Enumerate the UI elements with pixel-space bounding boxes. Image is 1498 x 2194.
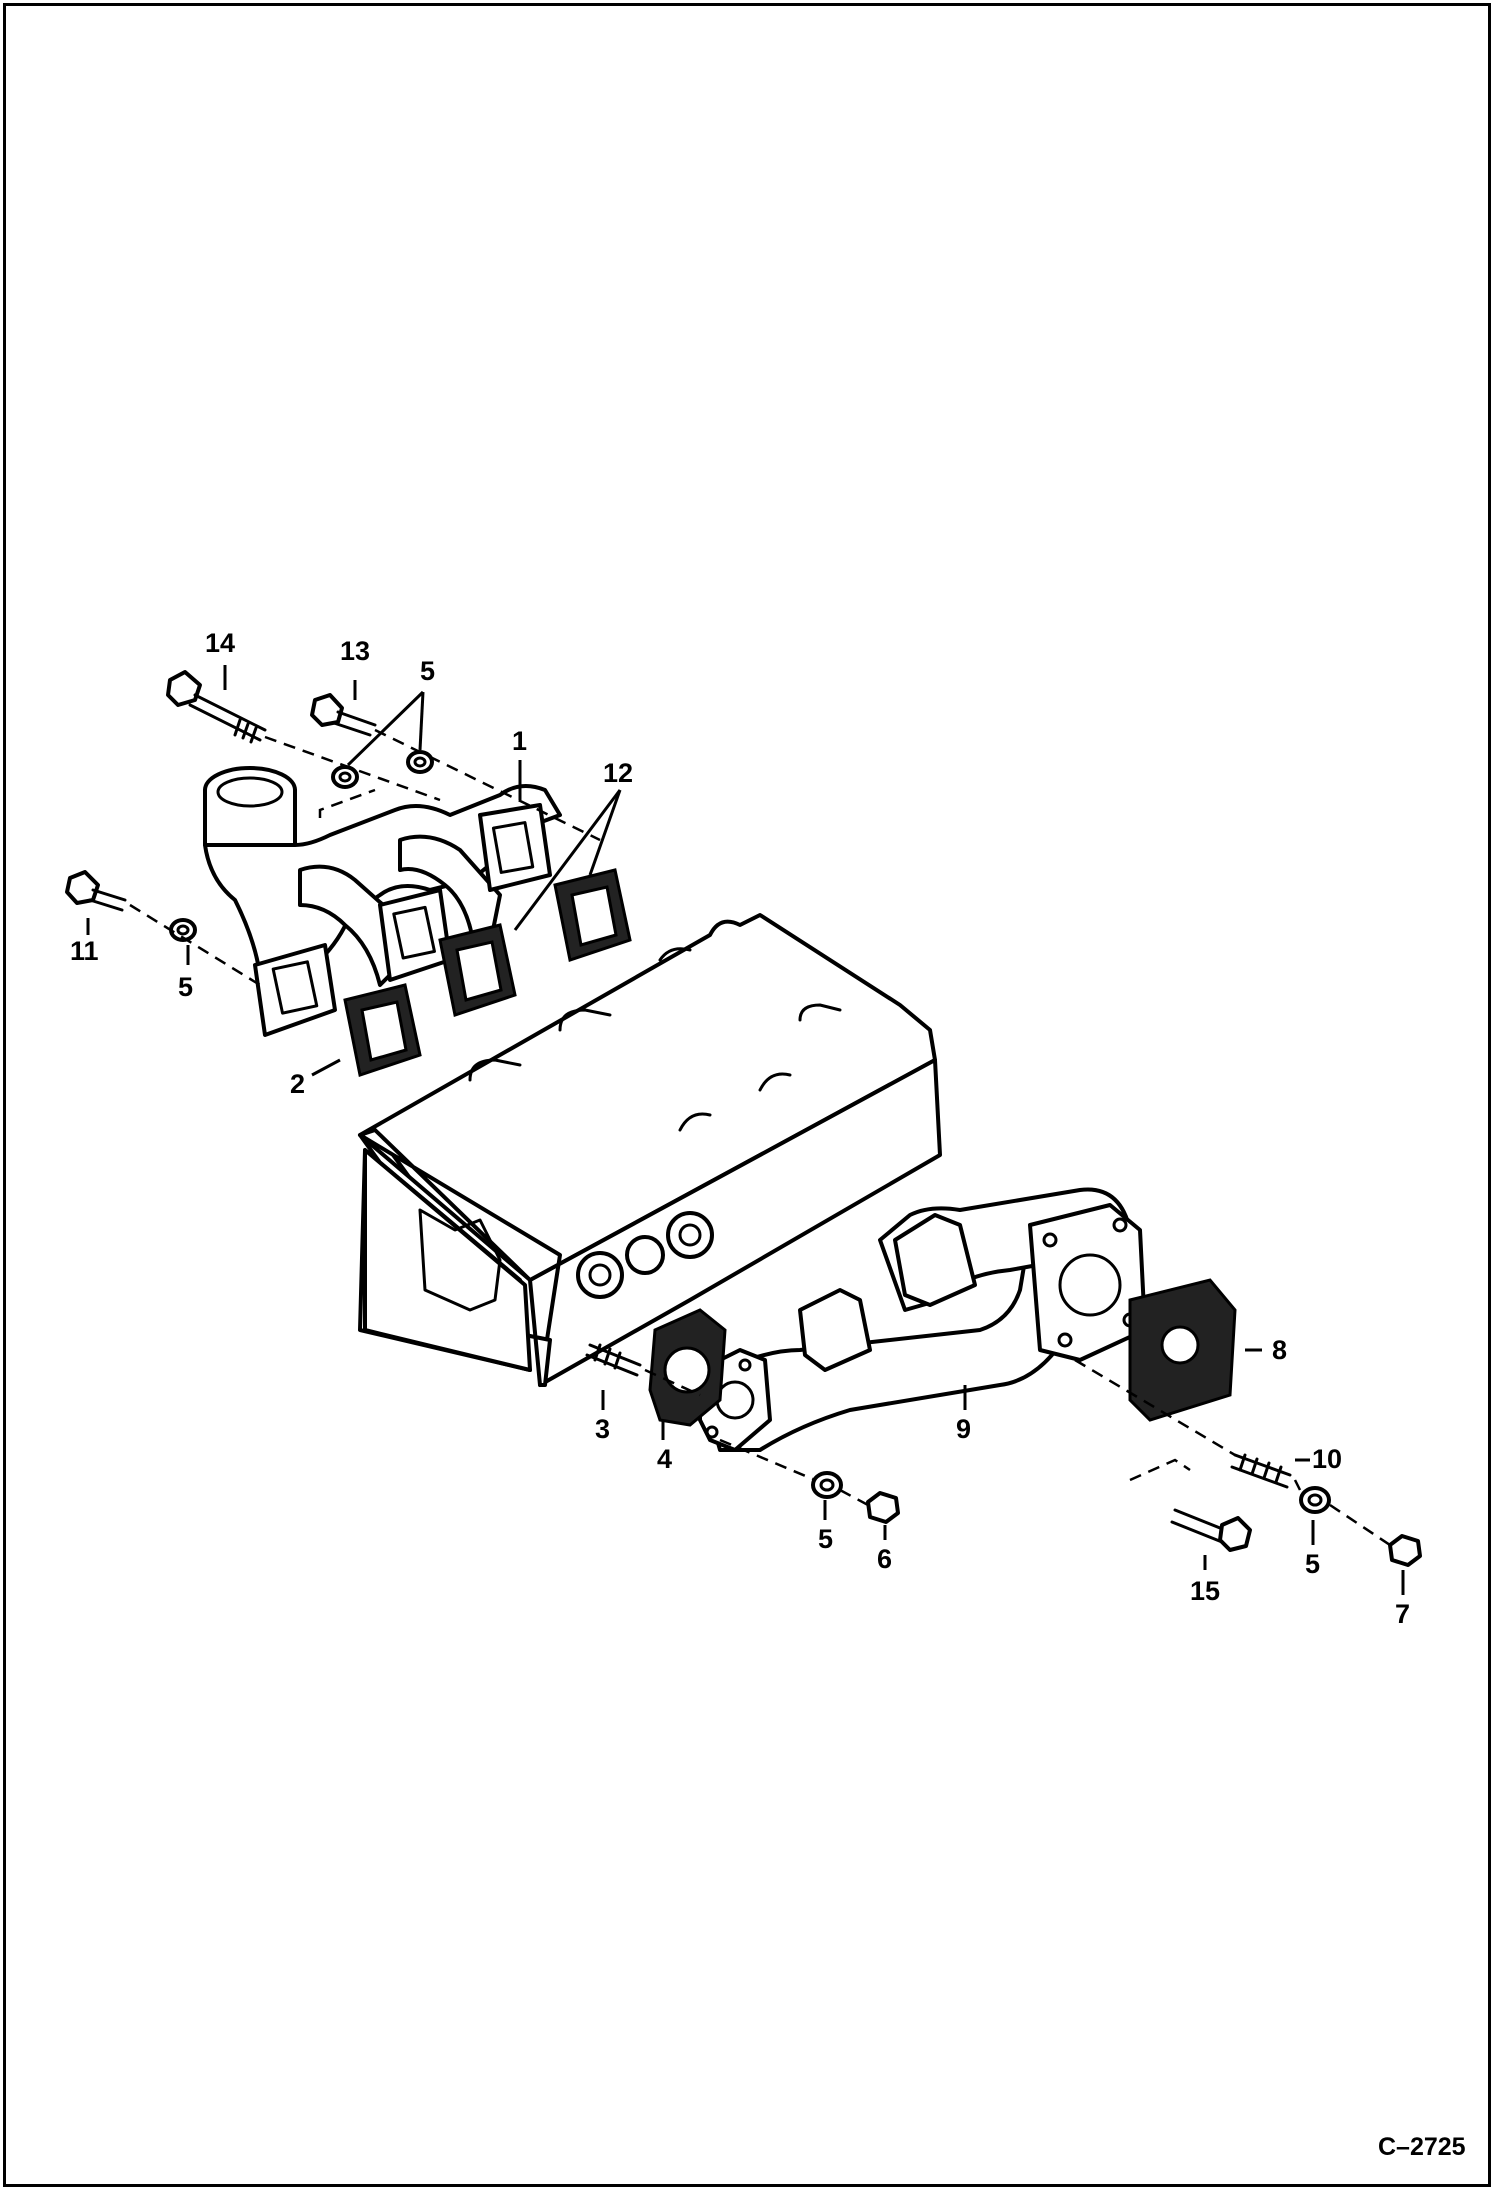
exhaust-manifold-lower [698,1187,1147,1452]
callout-5-lower: 5 [818,1524,833,1554]
callout-7: 7 [1395,1599,1410,1629]
callout-2: 2 [290,1069,305,1099]
cylinder-head [358,913,942,1387]
callout-14: 14 [205,628,235,658]
callout-1: 1 [512,726,527,756]
leader-lines [86,665,1405,1595]
callout-10: 10 [1312,1444,1342,1474]
washer-5-d [811,1471,843,1499]
washer-5-b [406,750,434,774]
washer-5-e [1299,1486,1331,1514]
gasket-12-b [553,868,632,962]
callout-3: 3 [595,1414,610,1444]
callout-5-left: 5 [178,972,193,1002]
callout-6: 6 [877,1544,892,1574]
callout-11: 11 [70,936,99,966]
bolt-13 [310,693,377,737]
callout-9: 9 [956,1414,971,1444]
callout-15: 15 [1190,1576,1220,1606]
stud-10 [1230,1453,1292,1489]
nut-7 [1388,1534,1422,1567]
gasket-8 [1128,1278,1237,1422]
callout-8: 8 [1272,1335,1287,1365]
gasket-12-a [438,923,517,1017]
callout-13: 13 [340,636,370,666]
bolt-14 [166,670,267,744]
bolt-11 [65,870,127,912]
washer-5-a [331,765,359,789]
callout-4: 4 [657,1444,672,1474]
callout-12: 12 [603,758,633,788]
callout-5-right: 5 [1305,1549,1320,1579]
bolt-15 [1170,1508,1252,1552]
exhaust-manifold-upper [203,766,562,1037]
stud-3 [585,1343,642,1377]
nut-6 [866,1491,900,1524]
figure-code: C–2725 [1378,2133,1466,2161]
gasket-4 [648,1308,727,1427]
gasket-2 [343,983,422,1077]
callout-5-top: 5 [420,656,435,686]
